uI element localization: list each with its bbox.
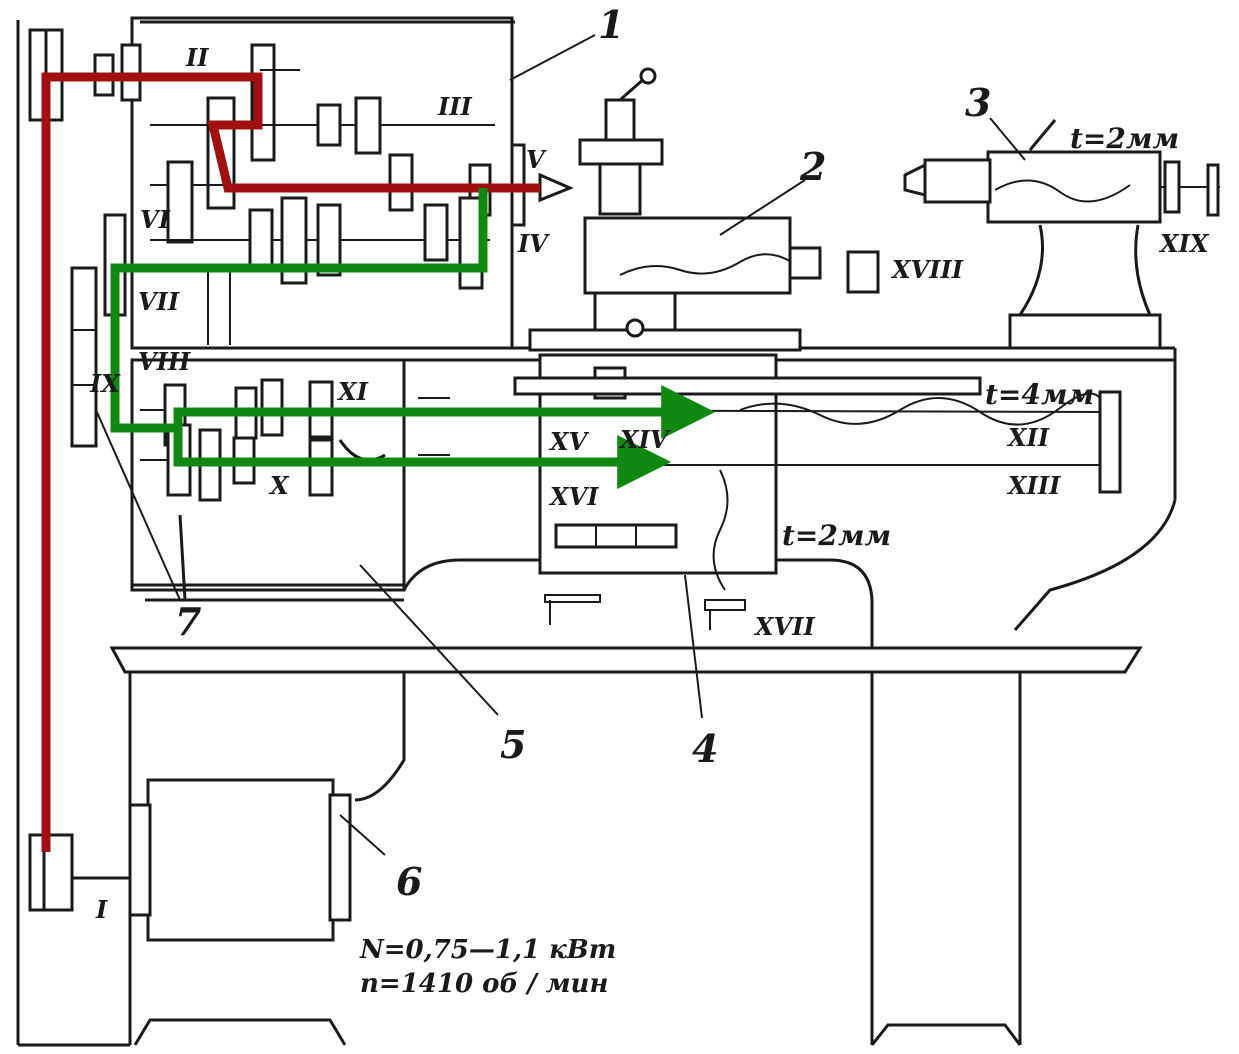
shaft-label-vi: VI — [140, 205, 171, 234]
apron-pitch-label: t=2мм — [782, 519, 891, 552]
feed-gearbox — [70, 266, 400, 601]
callout-4: 4 — [692, 726, 718, 771]
shaft-label-xv: XV — [548, 427, 590, 456]
shaft-label-xvii: XVII — [753, 612, 815, 641]
shaft-labels: I II III IV V VI VII VIII IX X XI XII XI… — [89, 43, 1210, 924]
motor — [28, 778, 386, 942]
shaft-label-viii: VIII — [138, 347, 191, 376]
shaft-label-v: V — [526, 145, 547, 174]
shaft-label-iv: IV — [517, 229, 550, 258]
shaft-label-vii: VII — [138, 287, 180, 316]
feed-path — [110, 188, 716, 489]
shaft-label-x: X — [268, 471, 290, 500]
machine-frame — [16, 16, 1177, 1047]
shaft-label-xviii: XVIII — [890, 255, 964, 284]
shaft-label-xiv: XIV — [618, 425, 671, 454]
tailstock — [903, 119, 1220, 350]
callout-5: 5 — [500, 722, 526, 767]
callout-7: 7 — [175, 599, 201, 644]
motor-power-label: N=0,75—1,1 кВт — [359, 935, 616, 965]
motor-speed-label: n=1410 об / мин — [360, 969, 608, 999]
callout-leaders — [95, 34, 1026, 719]
pitch-labels: t=2мм t=4мм t=2мм — [782, 122, 1179, 552]
callout-1: 1 — [598, 2, 624, 47]
callout-6: 6 — [396, 859, 422, 904]
shaft-label-xii: XII — [1006, 423, 1050, 452]
motor-spec-labels: N=0,75—1,1 кВт n=1410 об / мин — [359, 935, 616, 999]
callout-numbers: 1 2 3 4 5 6 7 — [175, 2, 991, 904]
shaft-label-xvi: XVI — [548, 482, 599, 511]
callout-2: 2 — [799, 144, 826, 189]
shaft-label-i: I — [95, 895, 108, 924]
main-drive-path — [41, 72, 540, 852]
shaft-label-ix: IX — [89, 369, 121, 398]
leadscrew-pitch-label: t=4мм — [985, 378, 1094, 411]
shaft-label-xix: XIX — [1158, 229, 1210, 258]
callout-3: 3 — [965, 80, 991, 125]
shaft-label-xi: XI — [336, 377, 369, 406]
shaft-label-ii: II — [185, 43, 209, 72]
shaft-label-xiii: XIII — [1006, 471, 1061, 500]
shaft-label-iii: III — [437, 92, 472, 121]
tailstock-pitch-label: t=2мм — [1070, 122, 1179, 155]
